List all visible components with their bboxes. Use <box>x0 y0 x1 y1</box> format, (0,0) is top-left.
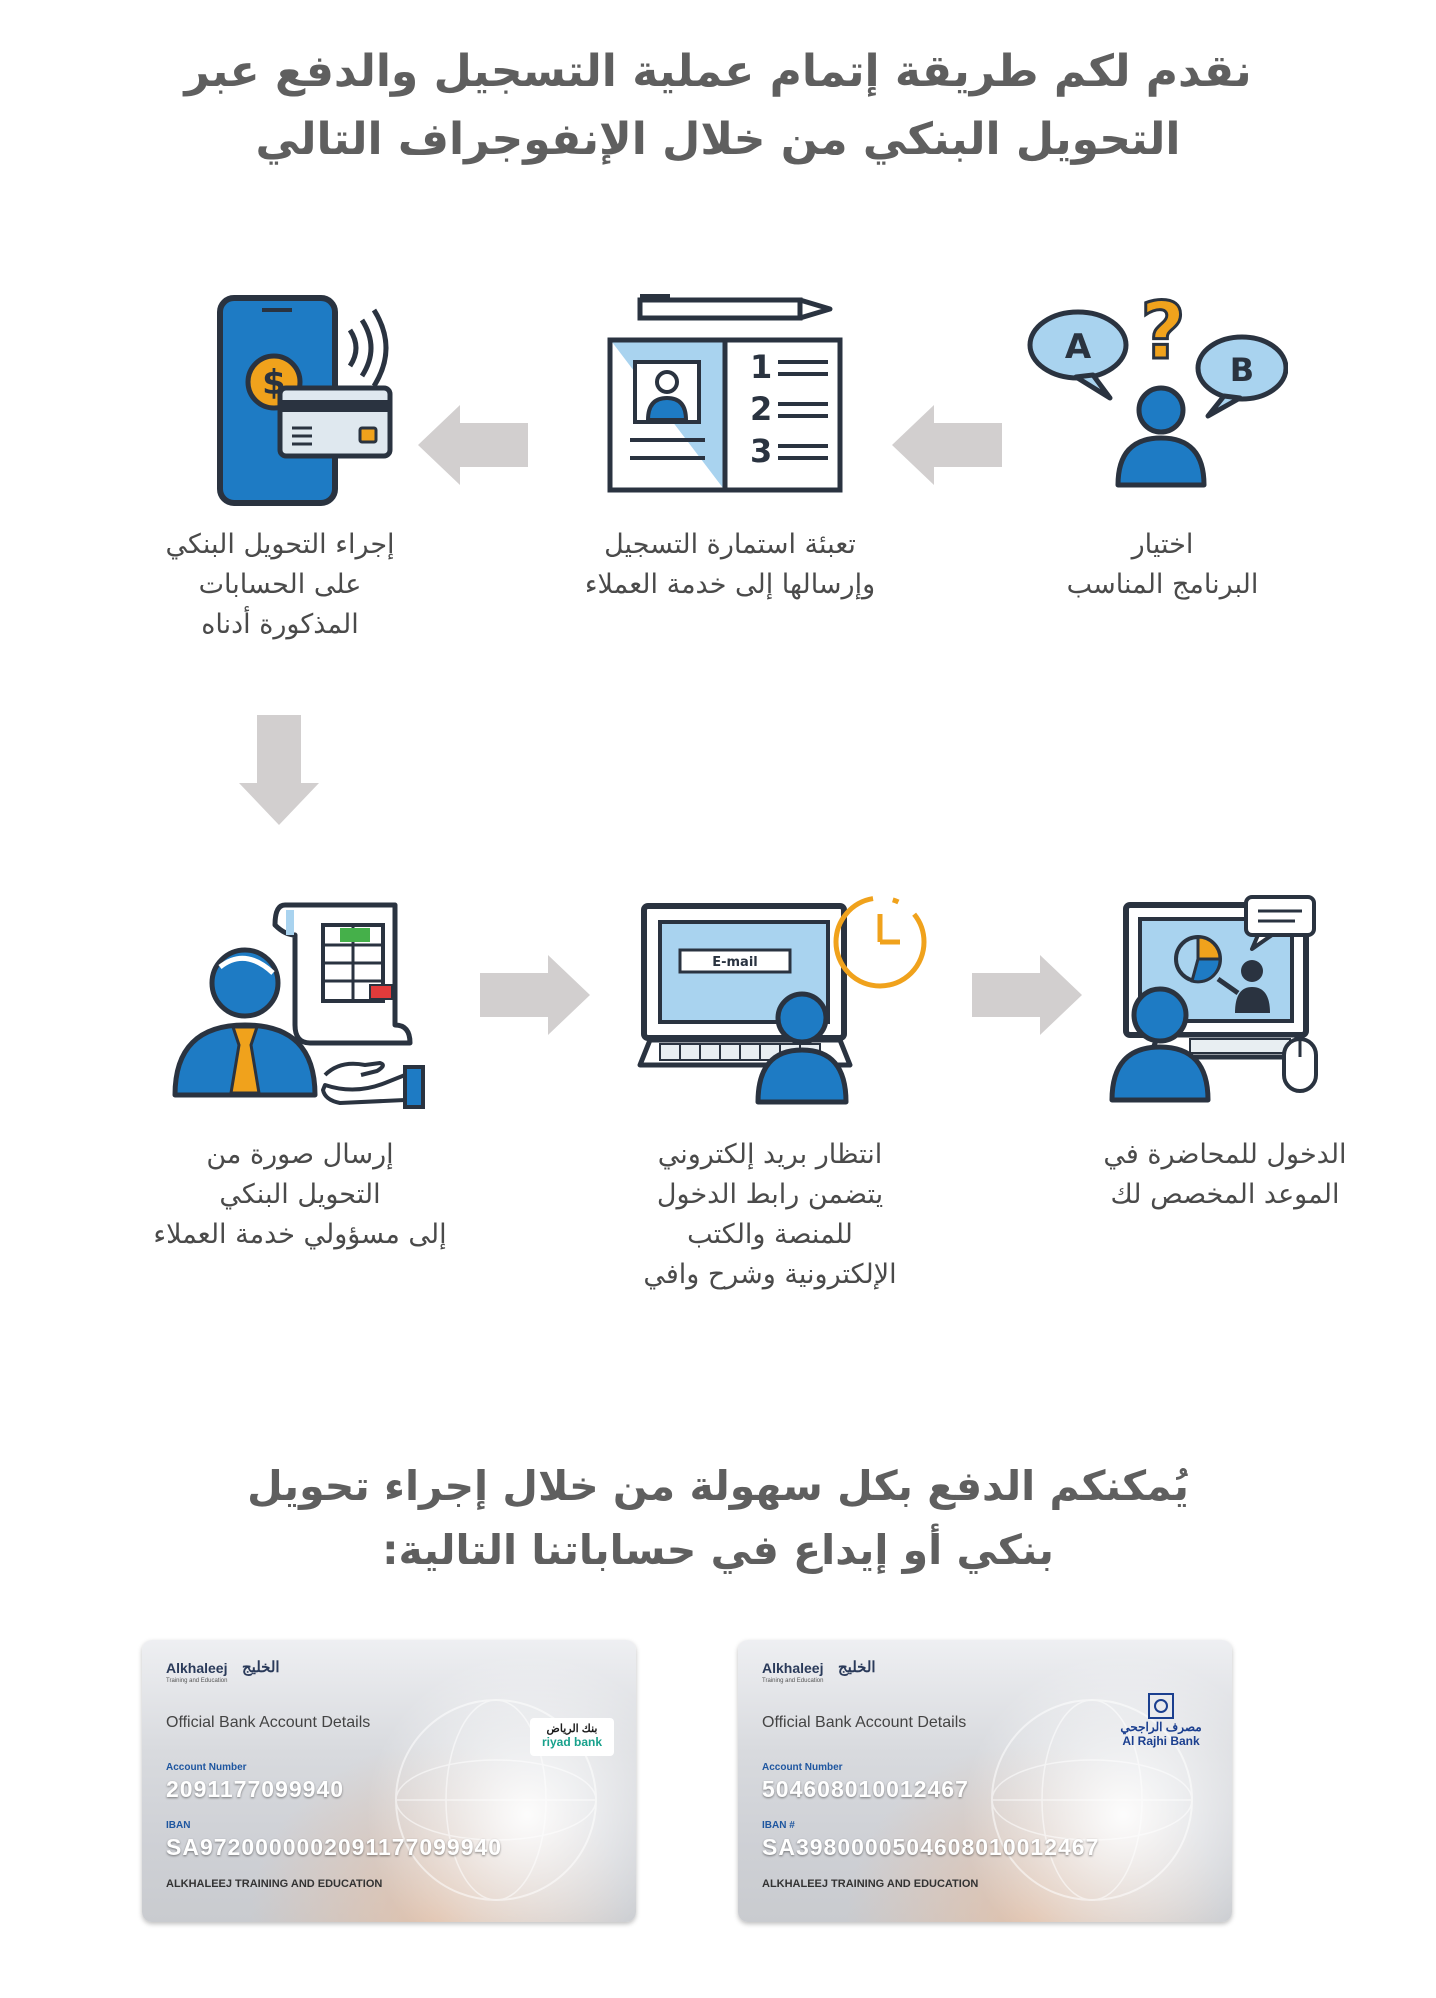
svg-text:B: B <box>1230 351 1254 389</box>
registration-form-icon: 1 2 3 <box>607 294 843 493</box>
email-field-label: E-mail <box>712 955 758 970</box>
account-number: 2091177099940 <box>166 1776 345 1802</box>
bank-card-alrajhi: Alkhaleej الخليج Training and Education … <box>738 1640 1232 1922</box>
globe-icon <box>395 1699 597 1901</box>
alkhaleej-logo-tagline: Training and Education <box>166 1678 228 1684</box>
alkhaleej-logo-arabic: الخليج <box>242 1659 280 1676</box>
svg-text:2: 2 <box>750 390 772 428</box>
arrow-right-icon <box>480 955 590 1035</box>
svg-text:?: ? <box>1140 287 1185 377</box>
send-receipt-icon <box>172 902 425 1109</box>
riyad-bank-logo-english: riyad bank <box>541 1735 603 1749</box>
subtitle-line-2: بنكي أو إيداع في حساباتنا التالية: <box>382 1525 1054 1574</box>
online-lecture-icon <box>1109 895 1318 1103</box>
svg-text:A: A <box>1065 327 1092 367</box>
company-name: ALKHALEEJ TRAINING AND EDUCATION <box>762 1878 979 1890</box>
al-rajhi-logo-english: Al Rajhi Bank <box>1122 1734 1200 1748</box>
step-caption-choose-program: اختيار البرنامج المناسب <box>1066 529 1259 600</box>
subtitle-line-1: يُمكنكم الدفع بكل سهولة من خلال إجراء تح… <box>247 1462 1189 1510</box>
step-caption-wait-email: انتظار بريد إلكتروني يتضمن رابط الدخول ل… <box>643 1139 897 1290</box>
riyad-bank-logo: بنك الرياض riyad bank <box>530 1718 614 1756</box>
riyad-bank-logo-arabic: بنك الرياض <box>546 1723 598 1735</box>
iban-number: SA3980000504608010012467 <box>762 1834 1100 1860</box>
account-number: 504608010012467 <box>762 1776 969 1802</box>
email-wait-icon: E-mail <box>637 895 927 1105</box>
title-line-1: نقدم لكم طريقة إتمام عملية التسجيل والدف… <box>184 46 1252 97</box>
step-caption-bank-transfer: إجراء التحويل البنكي على الحسابات المذكو… <box>165 529 395 640</box>
payment-heading: يُمكنكم الدفع بكل سهولة من خلال إجراء تح… <box>0 1455 1436 1582</box>
alkhaleej-logo-tagline: Training and Education <box>762 1678 824 1684</box>
mobile-payment-icon: $ <box>217 295 393 506</box>
bank-card-riyad: Alkhaleej الخليج Training and Education … <box>142 1640 636 1922</box>
alkhaleej-logo-arabic: الخليج <box>838 1659 876 1676</box>
account-number-label: Account Number <box>166 1762 247 1773</box>
svg-text:3: 3 <box>750 432 772 470</box>
globe-icon <box>991 1699 1193 1901</box>
arrow-left-icon <box>892 405 1002 485</box>
iban-number: SA9720000002091177099940 <box>166 1834 503 1860</box>
arrow-left-icon <box>418 405 528 485</box>
page-title: نقدم لكم طريقة إتمام عملية التسجيل والدف… <box>0 38 1436 174</box>
card-heading: Official Bank Account Details <box>166 1714 371 1731</box>
arrow-right-icon <box>972 955 1082 1035</box>
al-rajhi-logo-arabic: مصرف الراجحي <box>1120 1720 1202 1734</box>
title-line-2: التحويل البنكي من خلال الإنفوجراف التالي <box>255 114 1181 166</box>
alkhaleej-logo: Alkhaleej <box>762 1660 824 1676</box>
al-rajhi-emblem-icon <box>1148 1693 1174 1719</box>
al-rajhi-bank-logo: مصرف الراجحي Al Rajhi Bank <box>1116 1692 1206 1762</box>
step-caption-fill-form: تعبئة استمارة التسجيل وإرسالها إلى خدمة … <box>584 529 876 600</box>
step-caption-send-receipt: إرسال صورة من التحويل البنكي إلى مسؤولي … <box>153 1139 447 1250</box>
alkhaleej-logo: Alkhaleej <box>166 1660 228 1676</box>
arrow-down-icon <box>239 715 319 825</box>
svg-text:1: 1 <box>750 348 772 386</box>
iban-label: IBAN <box>166 1820 191 1831</box>
card-heading: Official Bank Account Details <box>762 1714 967 1731</box>
account-number-label: Account Number <box>762 1762 843 1773</box>
question-bubbles-icon: A B ? <box>1027 286 1288 488</box>
iban-label: IBAN # <box>762 1820 795 1831</box>
step-caption-attend-lecture: الدخول للمحاضرة في الموعد المخصص لك <box>1103 1139 1347 1210</box>
company-name: ALKHALEEJ TRAINING AND EDUCATION <box>166 1878 383 1890</box>
